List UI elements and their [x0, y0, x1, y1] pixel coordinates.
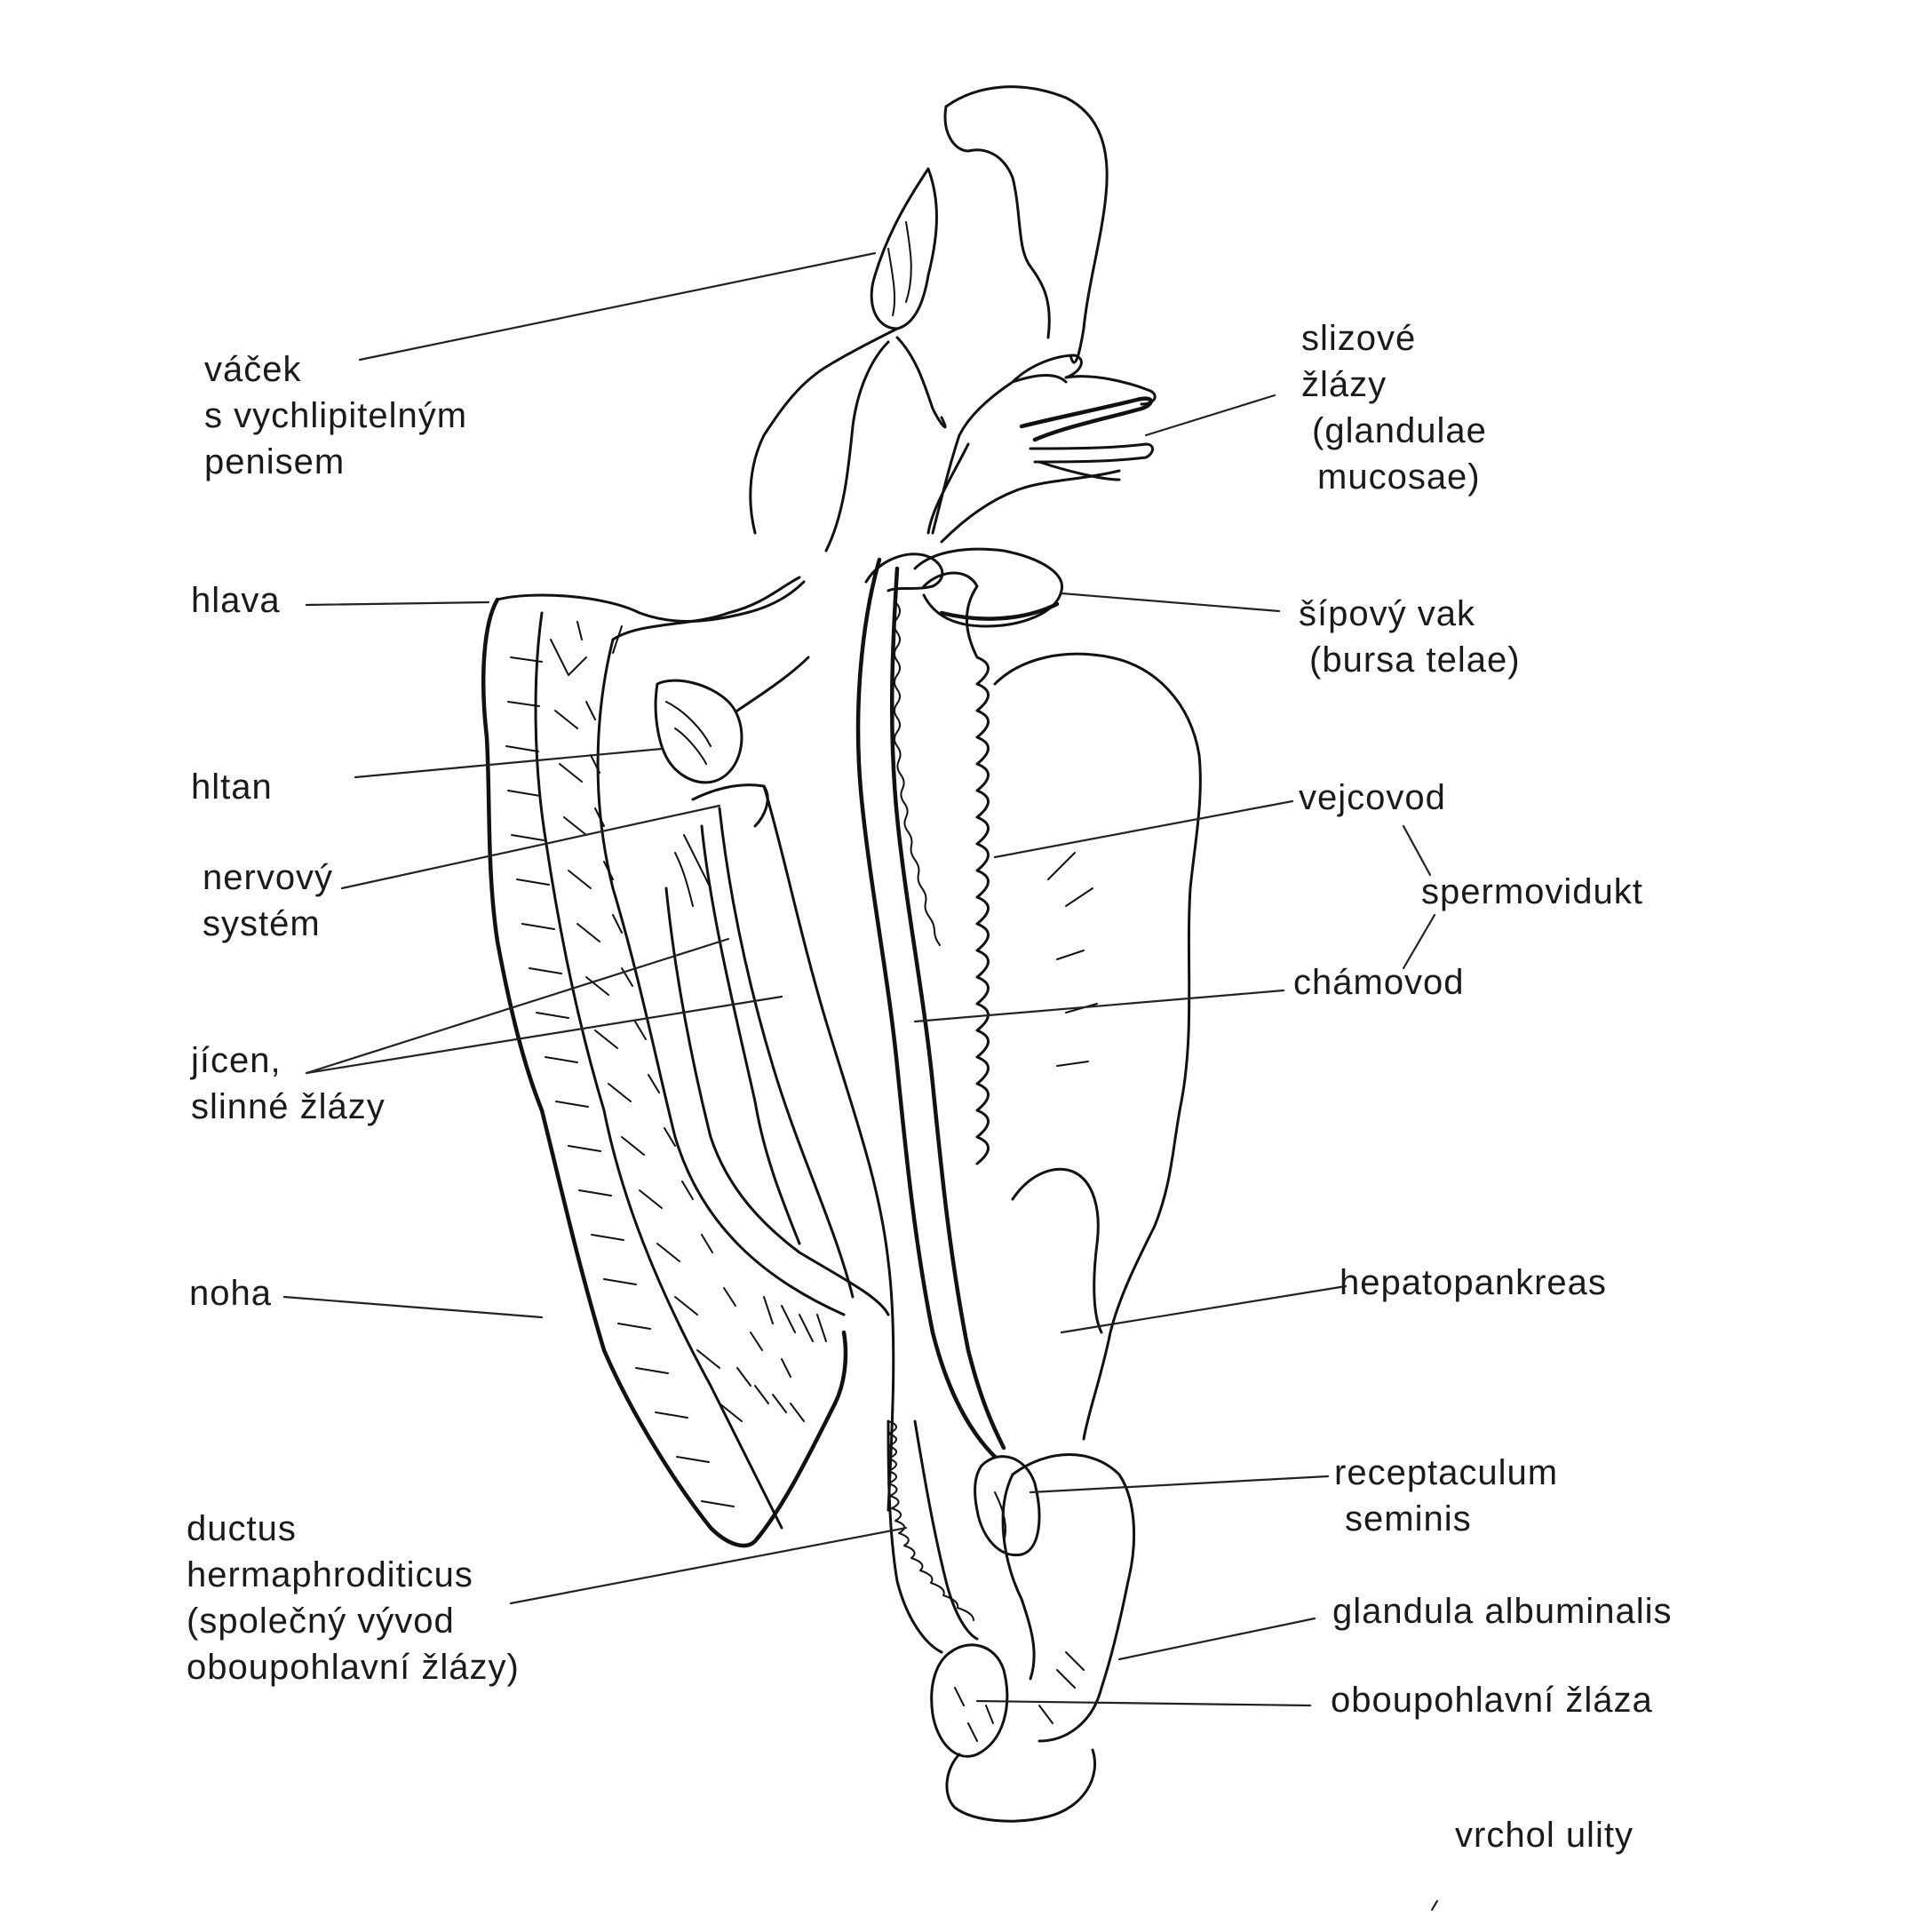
leader-jicen-a: [305, 937, 730, 1075]
label-sipovy: šípový vak (bursa telae): [1299, 591, 1521, 683]
leader-hlava: [305, 600, 490, 607]
leader-hepatopankreas: [1060, 1284, 1348, 1334]
label-hepatopankreas: hepatopankreas: [1340, 1260, 1607, 1306]
albumen-gland: [1001, 1453, 1136, 1743]
label-spermovidukt: spermovidukt: [1421, 869, 1643, 915]
leader-receptaculum: [1029, 1475, 1330, 1494]
esophagus: [664, 784, 895, 1512]
leader-sperm-up: [1402, 824, 1432, 877]
leader-vejcovod: [993, 799, 1294, 859]
label-hltan-text: hltan: [191, 767, 273, 807]
penis-sac: [749, 85, 1109, 553]
label-jicen-line1: jícen,: [191, 1041, 282, 1080]
label-slizove-line2: žlázy: [1301, 365, 1387, 404]
hepatopancreas: [993, 652, 1202, 1441]
leader-noha: [282, 1295, 544, 1319]
label-nervovy-line1: nervový: [203, 858, 334, 897]
label-jicen-line2: slinné žlázy: [191, 1087, 386, 1126]
leader-vacek: [358, 251, 877, 362]
spermoviduct: [855, 553, 1006, 1459]
shell-apex-mark: [1431, 1900, 1438, 1911]
label-nervovy: nervový systém: [203, 855, 333, 947]
label-receptaculum: receptaculum seminis: [1334, 1450, 1558, 1542]
label-ductus: ductus hermaphroditicus (společný vývod …: [187, 1506, 520, 1690]
label-vacek-line1: váček: [204, 350, 302, 389]
label-glandula: glandula albuminalis: [1332, 1588, 1672, 1634]
label-hltan: hltan: [191, 764, 273, 810]
leader-oboupohlavni: [975, 1699, 1312, 1707]
label-ductus-line1: ductus: [187, 1509, 297, 1548]
leader-sperm-down: [1402, 913, 1436, 970]
ovotestis: [930, 1643, 1097, 1823]
label-receptaculum-line2: seminis: [1345, 1499, 1472, 1538]
label-nervovy-line2: systém: [203, 904, 321, 943]
label-noha-text: noha: [189, 1274, 272, 1313]
hermaphrodite-duct: [886, 1419, 979, 1654]
label-chamovod: chámovod: [1293, 959, 1465, 1006]
label-receptaculum-line1: receptaculum: [1334, 1453, 1559, 1492]
label-vacek-line2: s vychlipitelným: [204, 396, 468, 435]
label-hlava: hlava: [191, 577, 281, 624]
leader-jicen-b: [305, 995, 783, 1075]
label-noha: noha: [189, 1270, 272, 1316]
label-slizove-line1: slizové: [1301, 319, 1417, 358]
foot-outline: [481, 580, 848, 1548]
label-ductus-line3: (společný vývod: [187, 1602, 455, 1641]
label-vacek-line3: penisem: [204, 442, 346, 481]
leader-hltan: [354, 747, 664, 779]
label-vejcovod-text: vejcovod: [1299, 778, 1446, 817]
leader-slizove: [1144, 394, 1276, 437]
label-sipovy-line2: (bursa telae): [1309, 640, 1521, 680]
label-spermovidukt-text: spermovidukt: [1421, 872, 1643, 911]
leader-chamovod: [913, 989, 1285, 1023]
leader-nervovy: [340, 804, 721, 890]
mucous-glands: [926, 354, 1157, 544]
label-oboupohlavni-text: oboupohlavní žláza: [1331, 1681, 1653, 1720]
label-ductus-line4: oboupohlavní žlázy): [187, 1648, 520, 1687]
label-slizove: slizové žlázy (glandulae mucosae): [1301, 315, 1487, 500]
receptaculum-seminis: [974, 1455, 1041, 1557]
leader-glandula: [1117, 1617, 1316, 1661]
label-vejcovod: vejcovod: [1299, 775, 1446, 821]
label-slizove-line4: mucosae): [1317, 457, 1481, 497]
label-ductus-line2: hermaphroditicus: [187, 1555, 473, 1594]
label-chamovod-text: chámovod: [1293, 963, 1465, 1002]
label-hepatopankreas-text: hepatopankreas: [1340, 1263, 1607, 1302]
leader-ductus: [509, 1526, 908, 1605]
foot-muscle-ticks: [505, 621, 827, 1507]
label-hlava-text: hlava: [191, 581, 281, 620]
label-glandula-text: glandula albuminalis: [1332, 1592, 1673, 1631]
leader-sipovy: [1060, 592, 1281, 613]
label-vrchol: vrchol ulity: [1455, 1812, 1634, 1858]
leader-lines: [282, 251, 1436, 1707]
label-oboupohlavni: oboupohlavní žláza: [1331, 1677, 1653, 1723]
label-sipovy-line1: šípový vak: [1299, 594, 1475, 633]
label-jicen: jícen, slinné žlázy: [191, 1038, 386, 1130]
head-region: [611, 576, 810, 907]
label-slizove-line3: (glandulae: [1312, 411, 1487, 450]
label-vacek: váček s vychlipitelným penisem: [204, 346, 467, 485]
label-vrchol-text: vrchol ulity: [1455, 1816, 1634, 1855]
dart-sac: [913, 547, 1063, 628]
